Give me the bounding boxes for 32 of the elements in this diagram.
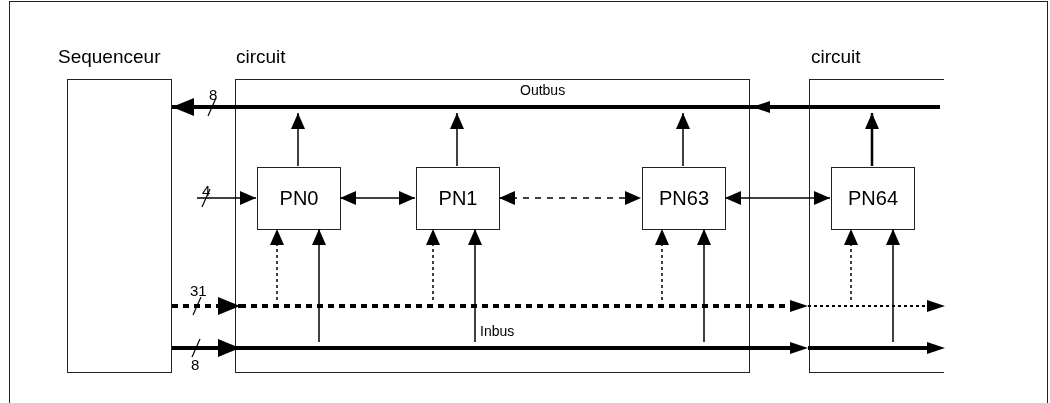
block-heading: Sequenceur — [58, 46, 161, 68]
edge-label: 8 — [190, 357, 201, 372]
arrow — [697, 228, 711, 343]
edge-label: 4 — [201, 183, 212, 198]
arrow — [196, 191, 257, 205]
arrow — [172, 297, 240, 315]
processor-box: PN0 — [257, 167, 341, 230]
arrow — [450, 112, 464, 167]
bus-label: Inbus — [480, 323, 515, 339]
block-heading: circuit — [811, 46, 861, 68]
arrow — [312, 228, 326, 343]
processor-box: PN1 — [416, 167, 500, 230]
processor-box: PN63 — [642, 167, 726, 230]
bus-label: Outbus — [520, 82, 566, 98]
arrow — [676, 112, 690, 167]
edge-label: 31 — [189, 283, 208, 298]
arrow — [468, 228, 482, 343]
arrow — [172, 339, 240, 357]
block-heading: circuit — [236, 46, 286, 68]
arrow — [655, 228, 669, 301]
arrow — [426, 228, 440, 301]
processor-box: PN64 — [831, 167, 915, 230]
arrow — [172, 98, 240, 116]
arrow — [270, 228, 284, 301]
arrow — [291, 112, 305, 167]
edge-label: 8 — [208, 87, 219, 102]
arrow — [886, 228, 900, 343]
arrow — [844, 228, 858, 301]
arrow — [724, 191, 831, 205]
arrow — [865, 113, 879, 166]
arrow — [339, 191, 416, 205]
arrow — [498, 191, 642, 205]
